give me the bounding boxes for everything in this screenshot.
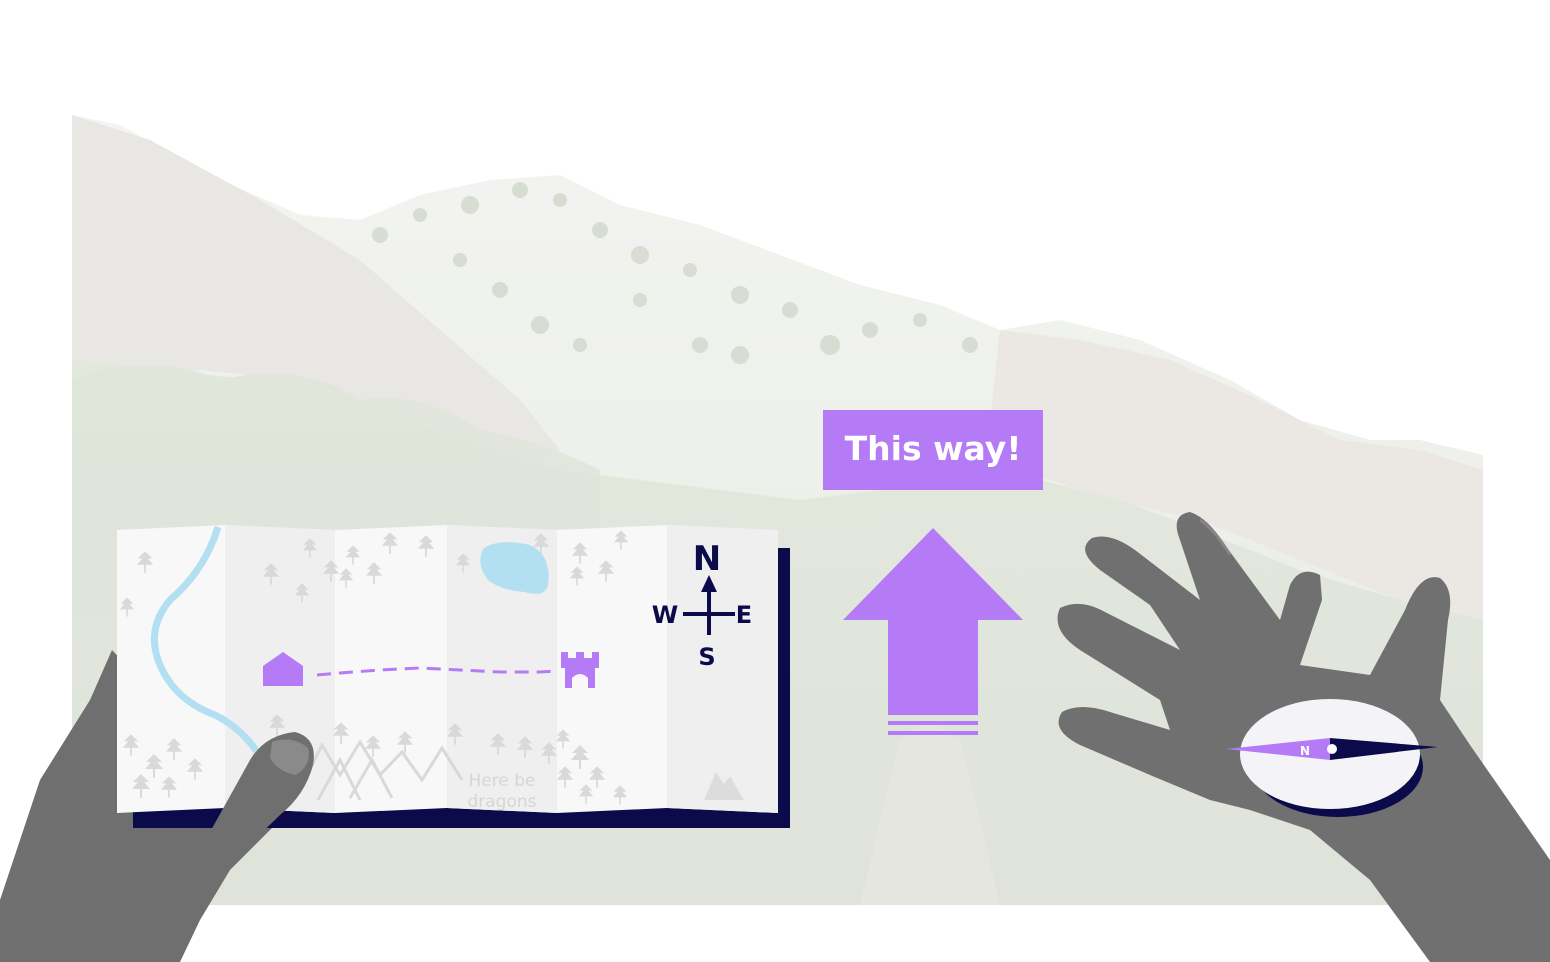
compass-east-label: E [736,601,752,629]
house-icon [263,652,303,686]
map-compass-rose: N S E W [652,539,752,671]
arrow-up-icon [843,528,1023,735]
folded-map: N S E W Here be dragons [117,525,790,828]
map-lake-icon [480,542,549,594]
direction-sign: This way! [823,410,1043,490]
left-thumb [200,732,314,860]
castle-icon [561,652,599,688]
compass-needle-south [1330,738,1438,760]
map-annotation-line2: dragons [467,792,536,812]
compass-pivot [1327,744,1337,754]
compass-tool: N [1226,699,1438,817]
map-route [316,666,557,677]
map-logo-icon [704,772,744,800]
compass-needle-label: N [1300,743,1310,757]
map-annotation-line1: Here be [469,771,536,791]
compass-needle-north [1226,738,1330,760]
compass-west-label: W [652,601,678,629]
sign-box [823,410,1043,490]
compass-north-label: N [693,539,721,579]
compass-south-label: S [698,643,715,671]
map-river [150,525,266,762]
sign-label: This way! [845,429,1022,468]
north-arrow-icon [701,575,717,592]
